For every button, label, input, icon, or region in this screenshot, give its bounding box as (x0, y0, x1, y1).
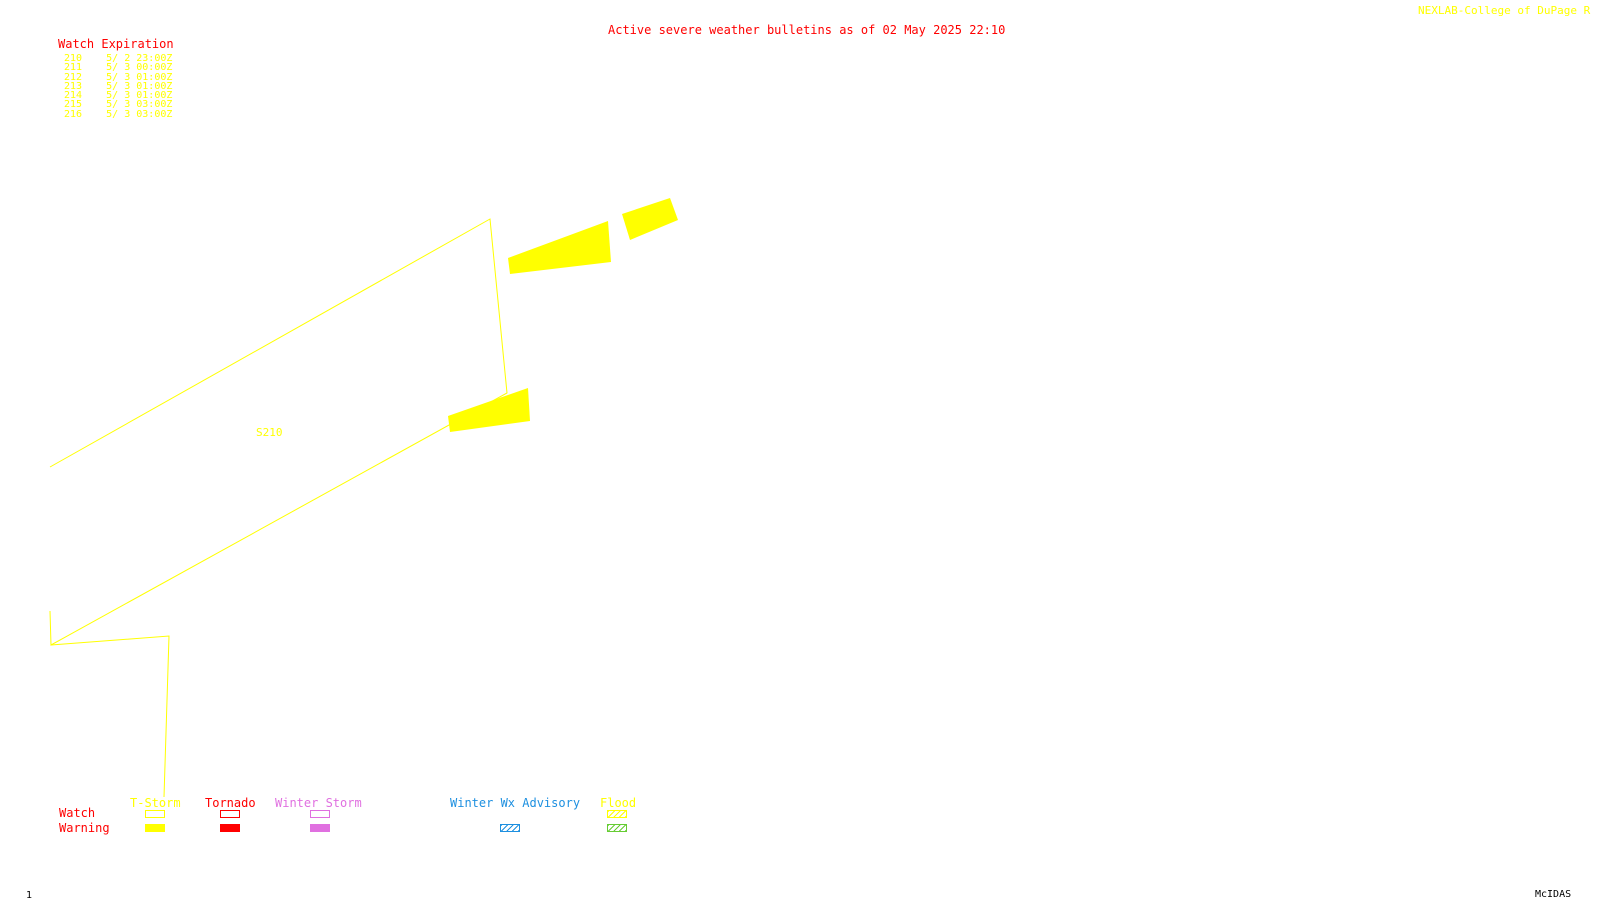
watch-row: 213 5/ 3 01:00Z (64, 80, 173, 92)
legend-tstorm-label: T-Storm (130, 796, 181, 810)
page-title: Active severe weather bulletins as of 02… (608, 23, 1006, 37)
watch-row: 211 5/ 3 00:00Z (64, 62, 173, 74)
legend-winter-wx-label: Winter Wx Advisory (450, 796, 581, 810)
watch-expiration-list: 210 5/ 2 23:00Z 211 5/ 3 00:00Z 212 5/ 3… (64, 53, 173, 120)
legend-tstorm-warning-swatch (145, 824, 165, 832)
legend-tstorm-watch-swatch (145, 810, 165, 818)
watch-210-outline (49, 218, 508, 646)
watch-row: 215 5/ 3 03:00Z (64, 99, 173, 111)
legend-tornado-warning-swatch (220, 824, 240, 832)
tstorm-warning-2 (622, 198, 678, 240)
legend-tornado-label: Tornado (205, 796, 256, 810)
watch-row: 210 5/ 2 23:00Z (64, 53, 173, 64)
legend-winter-storm-label: Winter Storm (275, 796, 362, 810)
watch-row: 216 5/ 3 03:00Z (64, 108, 173, 120)
watch-row: 214 5/ 3 01:00Z (64, 90, 173, 102)
legend-winter-wx-warning-swatch (500, 824, 520, 832)
software-label: McIDAS (1535, 889, 1572, 900)
legend-flood-label: Flood (600, 796, 637, 810)
watch-210-label: S210 (256, 426, 283, 439)
watch-row: 212 5/ 3 01:00Z (64, 71, 173, 83)
frame-number: 1 (26, 890, 33, 901)
legend-tornado-watch-swatch (220, 810, 240, 818)
credit-text: NEXLAB-College of DuPage R (1418, 4, 1591, 17)
legend-winter-storm-watch-swatch (310, 810, 330, 818)
legend-watch-row-label: Watch (59, 806, 96, 820)
legend-winter-storm-warning-swatch (310, 824, 330, 832)
tstorm-warning-3 (448, 388, 530, 432)
legend-flood-watch-swatch (607, 810, 627, 818)
legend-warning-row-label: Warning (59, 821, 110, 835)
watch-expiration-heading: Watch Expiration (58, 37, 174, 51)
tstorm-warning-1 (508, 221, 611, 274)
legend-flood-warning-swatch (607, 824, 627, 832)
watch-210-outline-tail (50, 635, 170, 798)
